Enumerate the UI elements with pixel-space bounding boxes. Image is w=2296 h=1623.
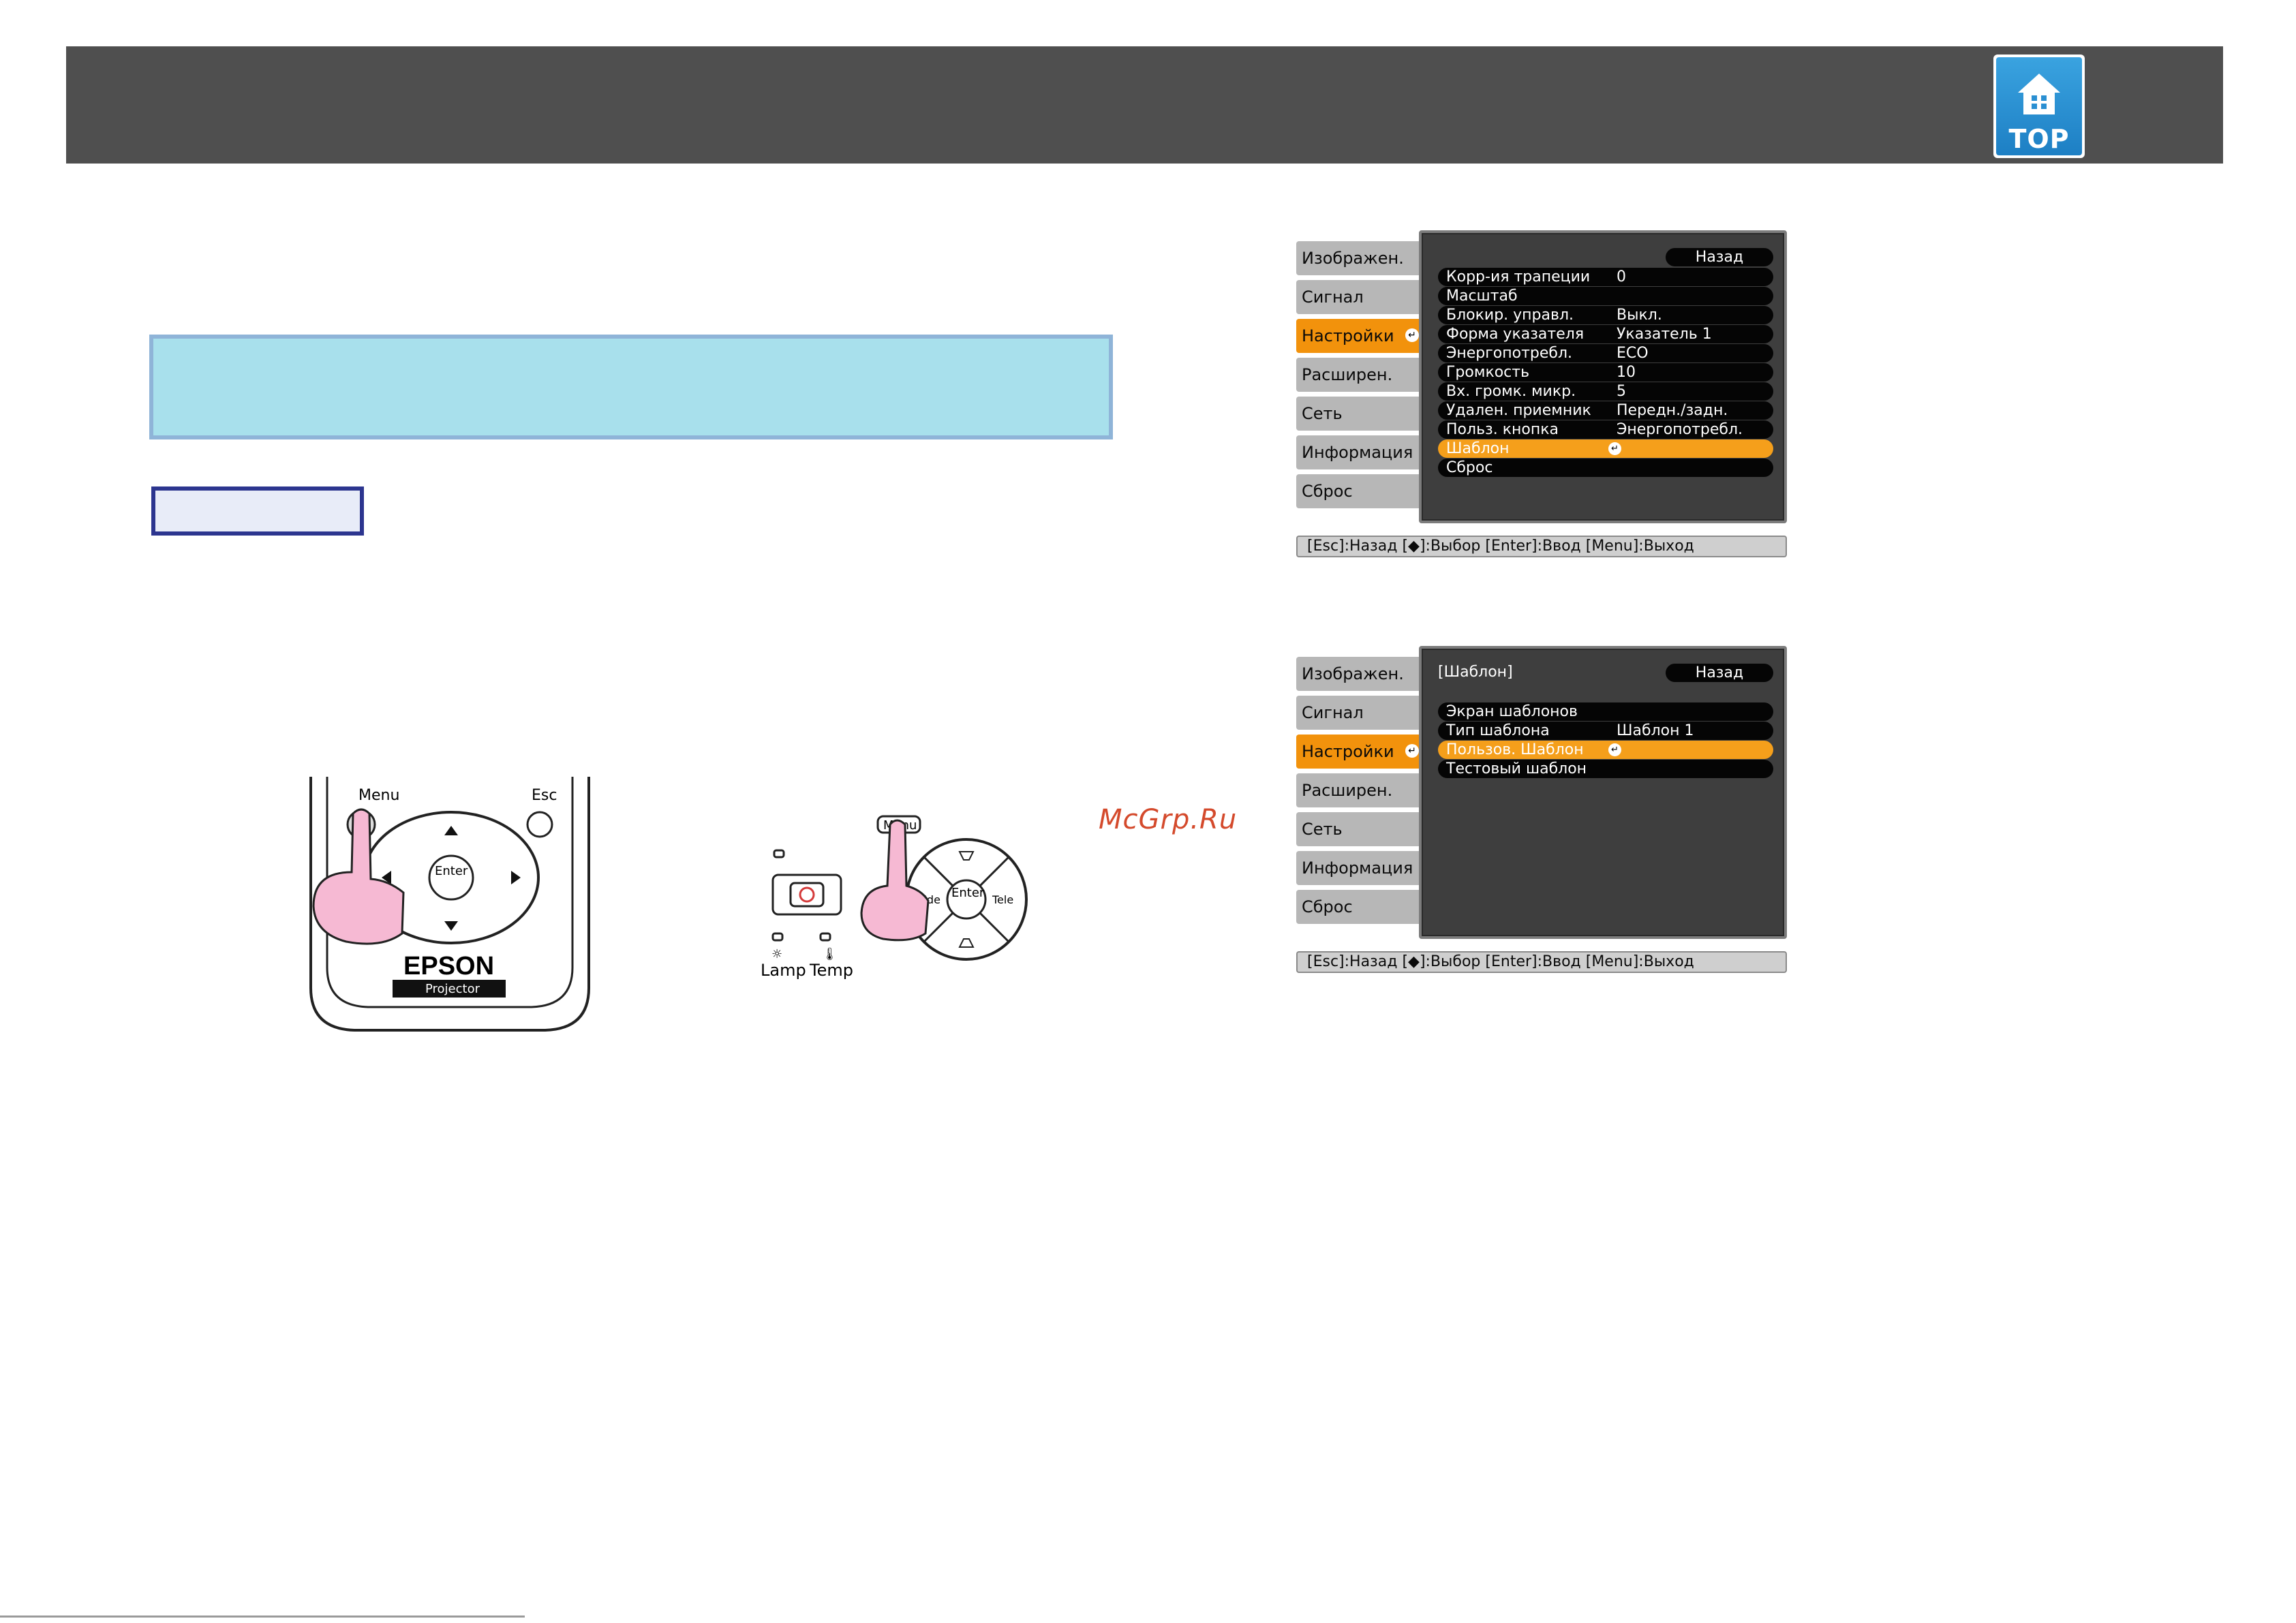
top-label: TOP (2008, 124, 2070, 154)
tab-info[interactable]: Информация (1296, 851, 1424, 885)
lamp-label: Lamp (761, 961, 806, 980)
osd-status-bar: [Esc]:Назад [◆]:Выбор [Enter]:Ввод [Menu… (1296, 951, 1787, 973)
remote-brand: EPSON (403, 952, 494, 980)
panel-enter-label: Enter (951, 886, 985, 900)
home-icon (2018, 74, 2060, 114)
remote-esc-button[interactable] (526, 811, 553, 838)
top-badge: TOP (1996, 57, 2082, 155)
lamp-icon: ☼ (771, 947, 782, 961)
enter-icon: ↵ (1608, 743, 1621, 756)
remote-sub-brand: Projector (425, 982, 480, 996)
finger-icon (312, 808, 405, 945)
procedure-label-box (151, 486, 364, 536)
keystone-up-icon (958, 851, 975, 861)
tab-network[interactable]: Сеть (1296, 397, 1424, 431)
osd-menu-pattern: Изображен. Сигнал Настройки↵ Расширен. С… (1296, 646, 1787, 987)
tab-extended[interactable]: Расширен. (1296, 358, 1424, 392)
finger-icon (860, 819, 930, 942)
osd-status-bar: [Esc]:Назад [◆]:Выбор [Enter]:Ввод [Menu… (1296, 536, 1787, 557)
remote-control-illustration: Menu Esc Enter EPSON Projector (309, 777, 590, 1032)
menu-row[interactable]: Блокир. управл.Выкл. (1438, 306, 1773, 324)
menu-row[interactable]: Вх. громк. микр.5 (1438, 382, 1773, 401)
enter-icon: ↵ (1405, 328, 1419, 342)
power-led (773, 849, 785, 859)
temp-icon: 🌡 (822, 947, 838, 961)
tab-signal[interactable]: Сигнал (1296, 696, 1424, 730)
tab-signal[interactable]: Сигнал (1296, 280, 1424, 314)
osd-menu-settings: Изображен. Сигнал Настройки↵ Расширен. С… (1296, 230, 1787, 571)
osd-panel: [Шаблон] Назад Экран шаблонов Тип шаблон… (1419, 646, 1787, 939)
remote-down-arrow[interactable] (444, 921, 458, 931)
back-button[interactable]: Назад (1666, 248, 1773, 266)
panel-enter-button[interactable] (946, 879, 987, 920)
tab-settings[interactable]: Настройки↵ (1296, 735, 1424, 769)
tab-network[interactable]: Сеть (1296, 812, 1424, 846)
footer-rule (0, 1616, 525, 1618)
tab-reset[interactable]: Сброс (1296, 890, 1424, 924)
tab-image[interactable]: Изображен. (1296, 657, 1424, 691)
menu-row[interactable]: Энергопотребл.ECO (1438, 344, 1773, 362)
tab-extended[interactable]: Расширен. (1296, 773, 1424, 807)
remote-esc-label: Esc (532, 787, 557, 804)
menu-row-highlighted[interactable]: Шаблон↵ (1438, 439, 1773, 458)
menu-row[interactable]: Экран шаблонов (1438, 702, 1773, 721)
temp-led (819, 932, 831, 942)
tab-settings[interactable]: Настройки↵ (1296, 319, 1424, 353)
tab-info[interactable]: Информация (1296, 435, 1424, 469)
header-bar (66, 46, 2223, 164)
top-button[interactable]: TOP (1993, 55, 2085, 158)
remote-right-arrow[interactable] (511, 871, 521, 884)
tab-reset[interactable]: Сброс (1296, 474, 1424, 508)
remote-up-arrow[interactable] (444, 826, 458, 835)
keystone-down-icon (958, 938, 975, 948)
remote-enter-label: Enter (435, 864, 468, 878)
control-panel-illustration: Menu Enter Wide Tele ☼ 🌡 Lamp Temp (761, 815, 1028, 980)
remote-left-arrow[interactable] (382, 871, 391, 884)
enter-icon: ↵ (1608, 442, 1621, 455)
menu-row[interactable]: Сброс (1438, 459, 1773, 477)
panel-tele-label: Tele (992, 893, 1013, 906)
menu-row[interactable]: Масштаб (1438, 287, 1773, 305)
temp-label: Temp (809, 961, 853, 980)
back-button[interactable]: Назад (1666, 664, 1773, 682)
enter-icon: ↵ (1405, 744, 1419, 758)
power-icon (799, 886, 815, 903)
menu-row[interactable]: Тестовый шаблон (1438, 760, 1773, 778)
osd-submenu-title: [Шаблон] (1438, 664, 1513, 681)
power-icon-box (789, 882, 825, 908)
remote-menu-label: Menu (358, 787, 399, 804)
lamp-led (771, 932, 784, 942)
tab-image[interactable]: Изображен. (1296, 241, 1424, 275)
remote-projector-plate (393, 980, 506, 998)
watermark: McGrp.Ru (1099, 804, 1238, 835)
remote-enter-button[interactable] (428, 854, 474, 901)
note-box (149, 335, 1113, 439)
menu-row-highlighted[interactable]: Пользов. Шаблон↵ (1438, 741, 1773, 759)
